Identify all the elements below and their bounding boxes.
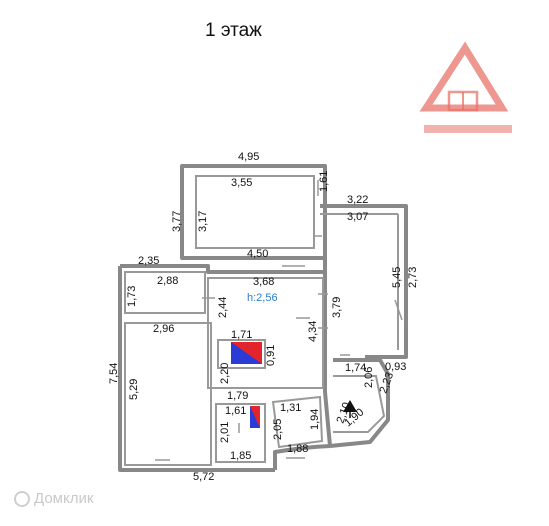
inner-walls (124, 175, 399, 466)
dim-label: 1,71 (231, 329, 252, 341)
dim-label: 1,61 (225, 405, 246, 417)
dim-label: 1,31 (280, 402, 301, 414)
dim-label: 3,68 (253, 276, 274, 288)
dim-label: 4,95 (238, 151, 259, 163)
dim-label: 2,35 (138, 255, 159, 267)
walls (118, 164, 408, 472)
boiler-icon (250, 406, 260, 428)
dim-label: 1,61 (318, 171, 330, 192)
dim-label: 1,79 (227, 390, 248, 402)
dim-label: 1,88 (287, 443, 308, 455)
dim-label: 1,73 (126, 286, 138, 307)
dim-label: 5,29 (128, 379, 140, 400)
openings (155, 180, 403, 461)
dim-label: 4,34 (307, 321, 319, 342)
dim-label: 2,73 (407, 267, 419, 288)
dim-label: 2,20 (219, 363, 231, 384)
dim-label: 3,17 (197, 211, 209, 232)
dim-label: 1,94 (309, 409, 321, 430)
dim-label: 2,01 (219, 422, 231, 443)
floor-title: 1 этаж (205, 20, 262, 41)
dimension-labels: 4,95 3,55 1,61 3,77 3,17 3,22 3,07 4,50 … (108, 151, 419, 483)
dim-label: 2,88 (157, 275, 178, 287)
ceiling-height-label: h:2,56 (247, 292, 278, 304)
dim-label: 5,72 (193, 471, 214, 483)
watermark-logo-icon (14, 490, 30, 507)
dim-label: 3,22 (347, 194, 368, 206)
dim-label: 1,74 (345, 362, 366, 374)
stove-icon (231, 342, 262, 364)
dim-label: 2,44 (217, 297, 229, 318)
dim-label: 3,77 (171, 211, 183, 232)
dim-label: 3,55 (231, 177, 252, 189)
dim-label: 1,85 (230, 450, 251, 462)
dim-label: 0,93 (385, 361, 406, 373)
dim-label: 2,96 (153, 323, 174, 335)
dim-label: 5,45 (391, 267, 403, 288)
dim-label: 2,05 (272, 419, 284, 440)
stair-arrow-icon (343, 400, 357, 418)
dim-label: 7,54 (108, 363, 120, 384)
dim-label: 2,23 (378, 371, 397, 395)
dim-label: 4,50 (247, 248, 268, 260)
watermark: Домклик (14, 490, 93, 507)
dim-label: 0,91 (265, 345, 277, 366)
dim-label: 3,79 (331, 297, 343, 318)
dim-label: 3,07 (347, 211, 368, 223)
dim-label: 2,06 (363, 367, 375, 388)
watermark-text: Домклик (34, 490, 94, 507)
logo-icon (419, 41, 512, 133)
